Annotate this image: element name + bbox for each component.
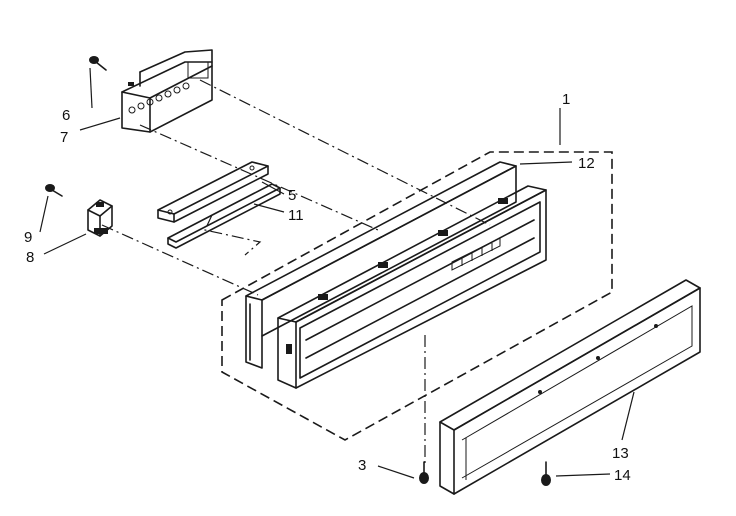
callout-1: 1 (562, 91, 570, 108)
callout-12: 12 (578, 155, 595, 172)
console-panel (277, 185, 547, 389)
switch-screw (45, 184, 63, 197)
callout-7: 7 (60, 129, 68, 146)
callout-labels: 1 3 5 6 7 8 9 11 12 13 14 (24, 91, 631, 484)
leader-lines (39, 67, 635, 479)
callout-8: 8 (26, 249, 34, 266)
mounting-plate (157, 161, 269, 223)
panel-screw (419, 461, 429, 484)
control-bracket (121, 49, 213, 133)
callout-6: 6 (62, 107, 70, 124)
callout-9: 9 (24, 229, 32, 246)
bracket-screw (89, 56, 107, 71)
trim-screw (541, 461, 551, 486)
callout-3: 3 (358, 457, 366, 474)
callout-11: 11 (288, 207, 304, 224)
callout-14: 14 (614, 467, 631, 484)
assembly-boundary (221, 151, 613, 441)
lower-trim (439, 279, 701, 495)
console-frame (245, 161, 517, 369)
callout-13: 13 (612, 445, 629, 462)
door-switch (87, 199, 113, 237)
alignment-lines (101, 79, 491, 465)
callout-5: 5 (288, 187, 296, 204)
